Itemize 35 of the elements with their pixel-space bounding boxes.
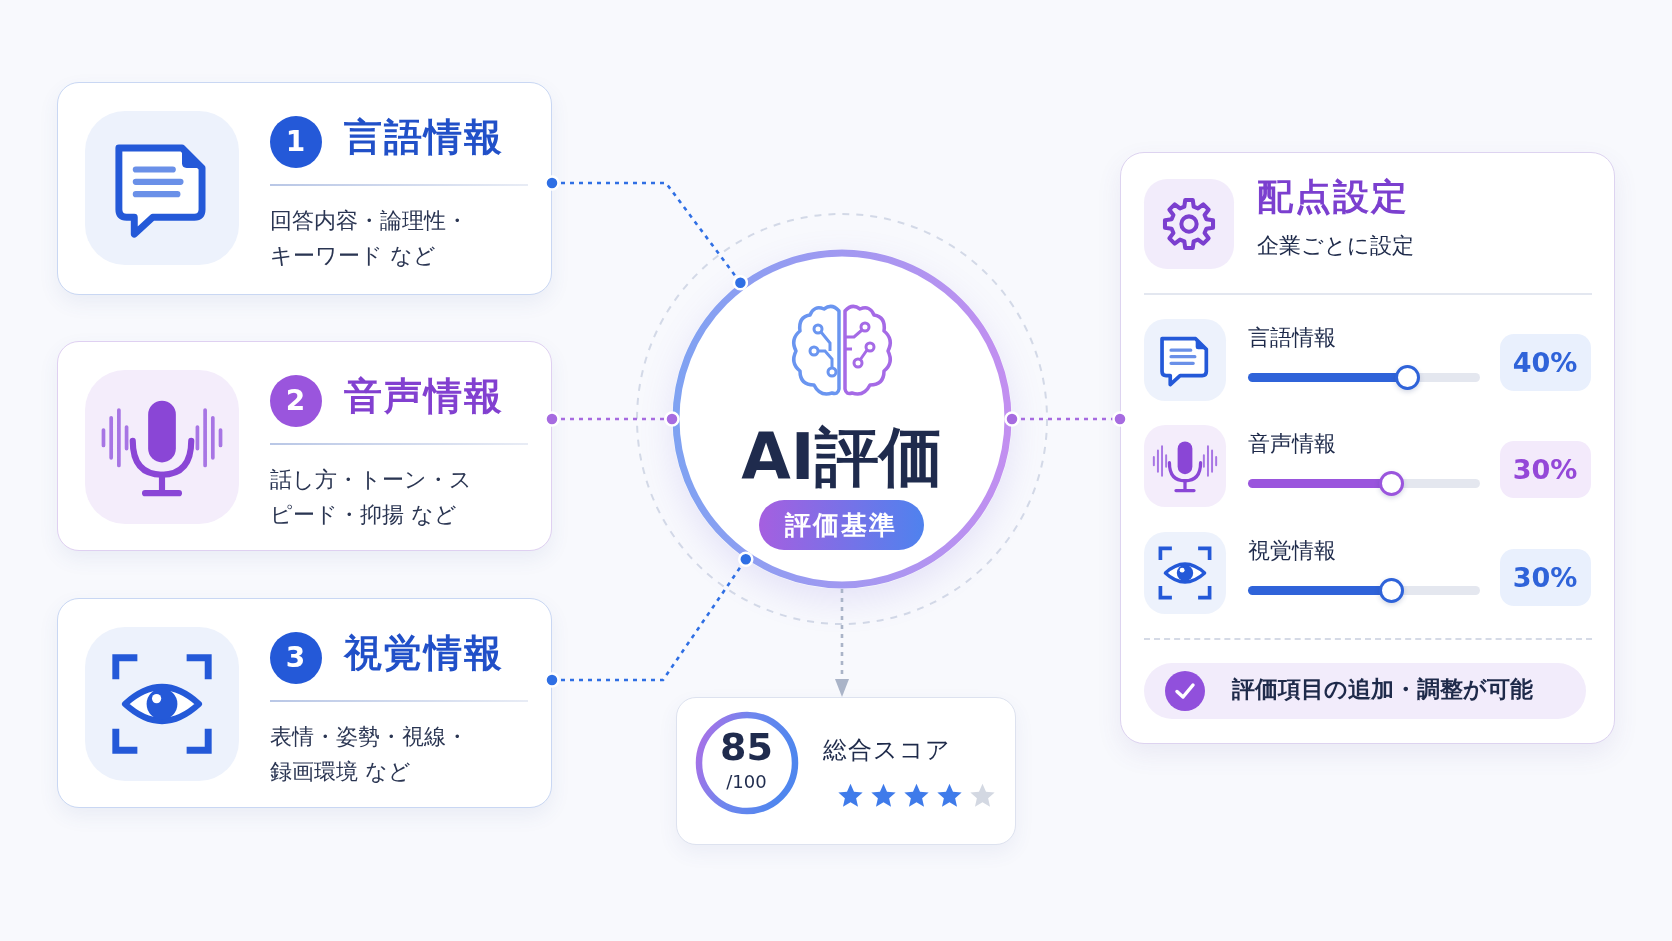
evaluation-circle	[672, 249, 1012, 589]
score-ring	[694, 710, 799, 815]
score-title: 総合スコア	[823, 736, 951, 765]
info-card	[57, 82, 552, 295]
number-badge: 3	[269, 631, 322, 684]
percentage-chip: 30%	[1499, 440, 1591, 498]
card-description: 表情・姿勢・視線・録画環境 など	[270, 723, 469, 786]
card-title: 音声情報	[344, 374, 504, 420]
criteria-pill: 評価基準	[758, 499, 924, 550]
slider-label: 言語情報	[1248, 325, 1336, 352]
card-title: 視覚情報	[344, 631, 504, 677]
percentage-chip: 40%	[1499, 333, 1591, 391]
arrow	[835, 589, 849, 697]
info-card	[57, 341, 552, 551]
score-value: 85	[720, 726, 773, 769]
number-badge: 2	[269, 374, 322, 427]
score-card	[676, 697, 1016, 845]
settings-panel	[1120, 152, 1615, 744]
connector-line	[544, 411, 680, 427]
panel-subtitle: 企業ごとに設定	[1257, 233, 1414, 260]
info-card	[57, 598, 552, 808]
connector-line	[544, 175, 749, 291]
connector-line	[1004, 411, 1128, 427]
card-title: 言語情報	[344, 115, 504, 161]
connector-line	[544, 551, 754, 688]
feature-text: 評価項目の追加・調整が可能	[1231, 675, 1533, 704]
slider-label: 視覚情報	[1248, 538, 1336, 565]
score-max: /100	[726, 770, 767, 793]
slider-label: 音声情報	[1248, 431, 1336, 458]
card-description: 回答内容・論理性・キーワード など	[270, 207, 469, 270]
circle-title: AI評価	[741, 419, 943, 496]
percentage-chip: 30%	[1499, 548, 1591, 606]
panel-title: 配点設定	[1257, 175, 1409, 219]
card-description: 話し方・トーン・スピード・抑揚 など	[270, 466, 473, 529]
number-badge: 1	[269, 115, 322, 168]
